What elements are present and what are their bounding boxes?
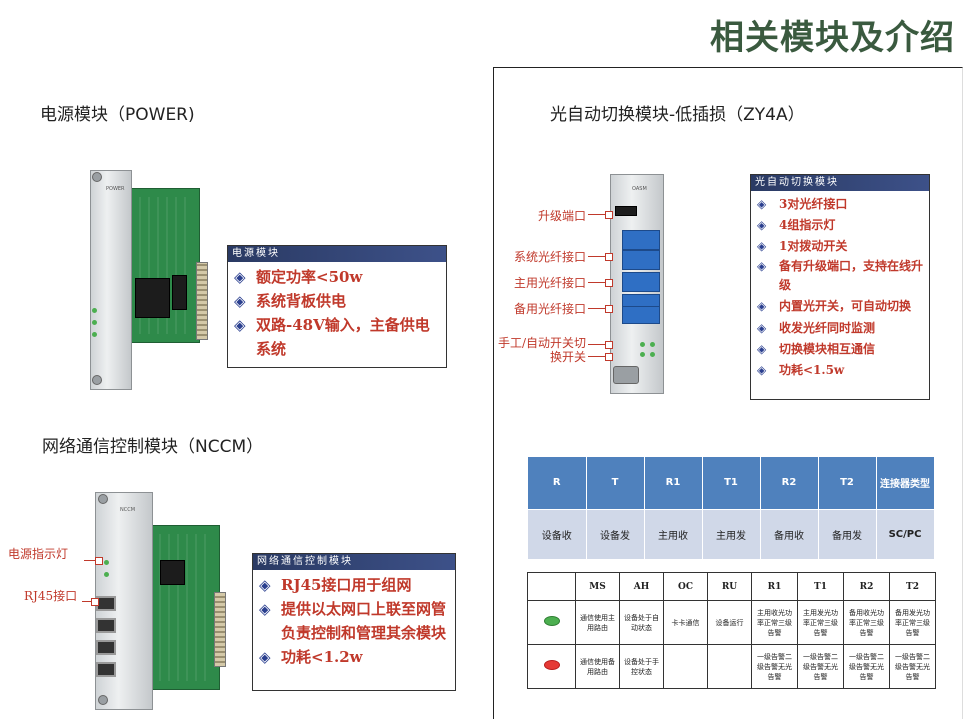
zy4a-item: 4组指示灯 — [757, 215, 923, 236]
zy4a-item: 功耗<1.5w — [757, 360, 923, 381]
led-cell: 一级告警二级告警无光告警 — [797, 644, 844, 689]
nccm-info-box: 网络通信控制模块 RJ45接口用于组网 提供以太网口上联至网管负责控制和管理其余… — [252, 553, 456, 691]
led-cell: 通信使用备用路由 — [575, 644, 620, 689]
led-cell: 主用收光功率正常三级告警 — [751, 600, 798, 645]
port-value: 主用发 — [702, 508, 761, 559]
port-header: 连接器类型 — [876, 457, 935, 509]
slide-title: 相关模块及介绍 — [710, 18, 955, 58]
zy4a-item: 3对光纤接口 — [757, 194, 923, 215]
zy4a-section-title: 光自动切换模块-低插损（ZY4A） — [550, 105, 805, 125]
nccm-section-title: 网络通信控制模块（NCCM） — [42, 437, 264, 457]
port-value: 备用收 — [760, 508, 819, 559]
port-value: 主用收 — [644, 508, 703, 559]
zy4a-faceplate-label: OASM — [632, 186, 647, 192]
nccm-item: 功耗<1.2w — [259, 645, 449, 669]
led-cell — [663, 644, 708, 689]
nccm-info-header: 网络通信控制模块 — [253, 554, 455, 570]
power-item: 系统背板供电 — [234, 289, 440, 313]
nccm-item: 提供以太网口上联至网管负责控制和管理其余模块 — [259, 597, 449, 645]
power-item: 双路-48V输入，主备供电系统 — [234, 313, 440, 361]
led-cell: 备用收光功率正常三级告警 — [843, 600, 890, 645]
zy4a-callout: 备用光纤接口 — [513, 302, 586, 316]
led-header: RU — [707, 572, 752, 601]
port-table: R T R1 T1 R2 T2 连接器类型 设备收 设备发 主用收 主用发 备用… — [528, 457, 935, 559]
led-header: R1 — [751, 572, 798, 601]
port-header: R1 — [644, 457, 703, 509]
led-header: AH — [619, 572, 664, 601]
led-cell: 卡卡通信 — [663, 600, 708, 645]
led-cell: 设备处于手控状态 — [619, 644, 664, 689]
led-header — [527, 572, 576, 601]
zy4a-item: 收发光纤同时监测 — [757, 318, 923, 339]
zy4a-item: 内置光开关，可自动切换 — [757, 297, 923, 316]
zy4a-callout: 主用光纤接口 — [513, 276, 586, 290]
power-section-title: 电源模块（POWER) — [40, 105, 195, 125]
port-header: R2 — [760, 457, 819, 509]
zy4a-item: 备有升级端口，支持在线升级 — [757, 257, 923, 295]
led-status-table: MS AH OC RU R1 T1 R2 T2 通信使用主用路由 设备处于自动状… — [527, 572, 936, 689]
power-info-header: 电源模块 — [228, 246, 446, 262]
led-header: R2 — [843, 572, 890, 601]
led-header: T1 — [797, 572, 844, 601]
led-cell: 设备运行 — [707, 600, 752, 645]
port-value: 设备发 — [586, 508, 645, 559]
zy4a-callout: 升级端口 — [537, 209, 586, 223]
zy4a-callout: 系统光纤接口 — [513, 250, 586, 264]
zy4a-info-header: 光自动切换模块 — [751, 175, 929, 191]
led-header: MS — [575, 572, 620, 601]
power-info-box: 电源模块 额定功率<50w 系统背板供电 双路-48V输入，主备供电系统 — [227, 245, 447, 368]
port-header: T2 — [818, 457, 877, 509]
led-cell: 一级告警二级告警无光告警 — [889, 644, 936, 689]
led-header: T2 — [889, 572, 936, 601]
port-value: 备用发 — [818, 508, 877, 559]
port-value: 设备收 — [528, 508, 587, 559]
power-faceplate-label: POWER — [106, 186, 125, 192]
nccm-callout: 电源指示灯 — [8, 547, 69, 561]
green-led-icon — [543, 616, 560, 626]
port-value: SC/PC — [876, 508, 935, 559]
port-header: T — [586, 457, 645, 509]
zy4a-item: 切换模块相互通信 — [757, 339, 923, 360]
zy4a-item: 1对拨动开关 — [757, 236, 923, 257]
zy4a-info-box: 光自动切换模块 3对光纤接口 4组指示灯 1对拨动开关 备有升级端口，支持在线升… — [750, 174, 930, 400]
led-cell: 设备处于自动状态 — [619, 600, 664, 645]
led-header: OC — [663, 572, 708, 601]
nccm-faceplate-label: NCCM — [120, 507, 136, 513]
nccm-callout: RJ45接口 — [24, 589, 78, 603]
nccm-item: RJ45接口用于组网 — [259, 573, 449, 597]
led-cell: 主用发光功率正常三级告警 — [797, 600, 844, 645]
led-cell — [707, 644, 752, 689]
right-panel-frame — [493, 67, 963, 719]
power-item: 额定功率<50w — [234, 265, 440, 289]
zy4a-callout: 手工/自动开关切换开关 — [497, 336, 586, 364]
port-header: T1 — [702, 457, 761, 509]
port-header: R — [528, 457, 587, 509]
led-cell: 备用发光功率正常三级告警 — [889, 600, 936, 645]
red-led-icon — [543, 660, 560, 670]
led-cell: 通信使用主用路由 — [575, 600, 620, 645]
led-cell: 一级告警二级告警无光告警 — [843, 644, 890, 689]
led-cell: 一级告警二级告警无光告警 — [751, 644, 798, 689]
